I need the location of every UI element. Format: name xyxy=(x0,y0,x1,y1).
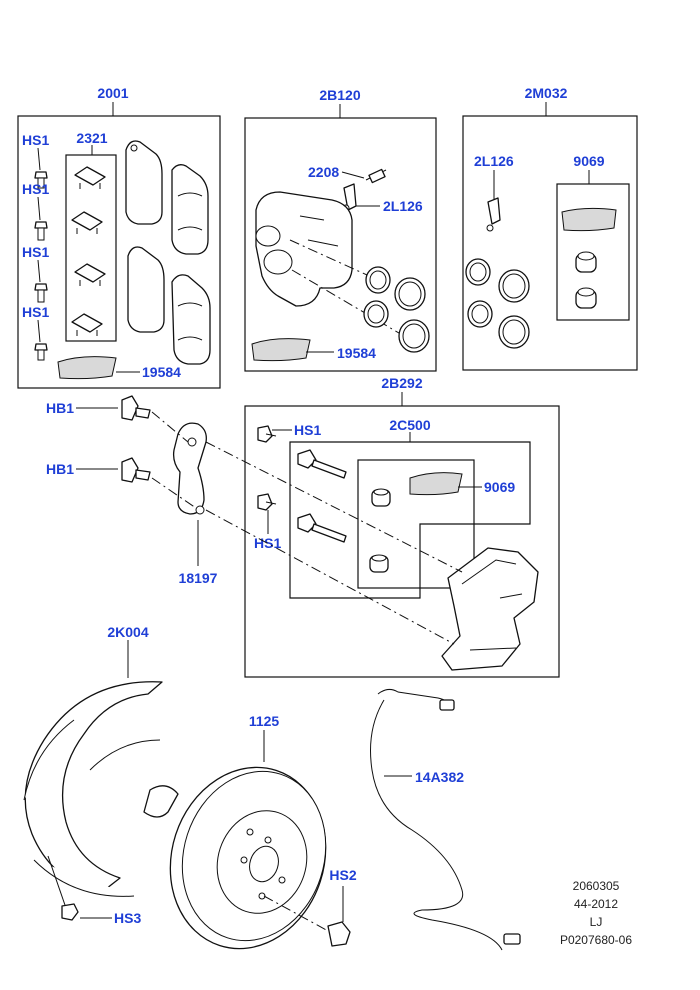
kit-2001-box xyxy=(17,115,221,389)
hs3-label[interactable]: HS3 xyxy=(114,910,141,926)
hs1-label-e[interactable]: HS1 xyxy=(294,422,321,438)
bolt-hs1-d xyxy=(34,343,48,361)
hs1-label-a[interactable]: HS1 xyxy=(22,132,49,148)
kit-2001-label[interactable]: 2001 xyxy=(97,85,128,101)
assembly-line-bracket-b xyxy=(151,477,197,509)
bracket-18197-label[interactable]: 18197 xyxy=(179,570,218,586)
drawing-ref: P0207680-06 xyxy=(560,933,632,947)
bolt-hs1-c xyxy=(34,283,48,303)
bolt-hs1-f xyxy=(257,493,277,511)
grease-pack-19584-a xyxy=(57,356,117,380)
wear-sensor-14a382 xyxy=(370,688,521,951)
guide-bushings-b xyxy=(369,488,391,573)
brake-pad-upper-inner xyxy=(125,140,163,225)
clip-2321-label[interactable]: 2321 xyxy=(76,130,107,146)
hs1-label-b[interactable]: HS1 xyxy=(22,181,49,197)
kit-2m032-box xyxy=(462,115,638,371)
shield-2k004-label[interactable]: 2K004 xyxy=(107,624,148,640)
brake-pad-upper-outer xyxy=(171,164,209,255)
hb1-label-a[interactable]: HB1 xyxy=(46,400,74,416)
piston-seals-2b120 xyxy=(363,266,430,353)
grease-pack-19584-b xyxy=(251,338,311,362)
grease-9069-box-b xyxy=(357,459,475,589)
cap-2l126-label-b[interactable]: 2L126 xyxy=(474,153,514,169)
dust-shield-group: 2K004 HS3 xyxy=(23,624,179,926)
bolt-hs1-e xyxy=(257,425,277,443)
wear-sensor-group: 14A382 xyxy=(370,688,521,951)
pin-2208-label[interactable]: 2208 xyxy=(308,164,339,180)
brake-pad-lower-inner xyxy=(127,246,165,333)
bolt-hs1-a xyxy=(34,171,48,189)
bleed-pin-2208 xyxy=(365,168,387,184)
guide-2c500-box xyxy=(289,441,531,599)
drawing-date: 44-2012 xyxy=(574,897,618,911)
kit-2001-group: 2001 HS1 HS1 HS1 HS1 2321 xyxy=(17,85,221,389)
screw-hs2-group: HS2 xyxy=(327,867,357,947)
assembly-line-disc xyxy=(263,895,331,933)
assembly-line-carrier-b xyxy=(205,509,455,645)
brake-disc-group: 1125 xyxy=(169,713,331,950)
hs1-label-d[interactable]: HS1 xyxy=(22,304,49,320)
guide-2c500-label[interactable]: 2C500 xyxy=(389,417,430,433)
guide-pin-lower xyxy=(297,513,347,543)
drawing-initials: LJ xyxy=(590,915,603,929)
assembly-line-caliper-a xyxy=(289,239,379,281)
bolt-hb1-a xyxy=(121,395,151,421)
guide-bushings-a xyxy=(575,251,597,309)
kit-2m032-group: 2M032 2L126 9069 xyxy=(462,85,638,371)
dust-shield-2k004 xyxy=(23,681,179,897)
guide-pin-upper xyxy=(297,449,347,479)
drawing-reference: 2060305 44-2012 LJ P0207680-06 xyxy=(560,879,632,947)
kit-2m032-label[interactable]: 2M032 xyxy=(525,85,568,101)
bolt-hs3 xyxy=(61,903,79,921)
disc-1125-label[interactable]: 1125 xyxy=(249,713,280,729)
bolt-hb1-b xyxy=(121,457,151,483)
clip-2321-box xyxy=(65,154,117,342)
assembly-line-bracket-a xyxy=(151,411,189,443)
grease-9069-label-a[interactable]: 9069 xyxy=(573,153,604,169)
carrier-2b292-label[interactable]: 2B292 xyxy=(381,375,422,391)
mounting-bracket-group: HB1 HB1 18197 xyxy=(46,395,218,586)
grease-pack-9069-b xyxy=(409,472,463,496)
carrier-2b292-group: 2B292 HS1 HS1 2C500 9069 xyxy=(205,375,560,678)
caliper-carrier xyxy=(441,547,539,671)
grease-9069-box-a xyxy=(556,183,630,321)
kit-2b120-label[interactable]: 2B120 xyxy=(319,87,360,103)
screw-hs2 xyxy=(327,921,351,947)
kit-2b120-group: 2B120 2208 2L126 19584 xyxy=(244,87,437,372)
hs1-label-c[interactable]: HS1 xyxy=(22,244,49,260)
grease-pack-9069-a xyxy=(561,207,617,232)
grease-19584-label-b[interactable]: 19584 xyxy=(337,345,376,361)
brake-pad-lower-outer xyxy=(171,274,211,365)
piston-seals-2m032 xyxy=(465,258,530,349)
sensor-14a382-label[interactable]: 14A382 xyxy=(415,769,464,785)
hs2-label[interactable]: HS2 xyxy=(329,867,356,883)
brake-disc-1125 xyxy=(169,766,327,950)
caliper-housing xyxy=(255,191,353,307)
grease-9069-label-b[interactable]: 9069 xyxy=(484,479,515,495)
anti-rattle-clips xyxy=(71,166,106,336)
grease-19584-label-a[interactable]: 19584 xyxy=(142,364,181,380)
cap-2l126-label-a[interactable]: 2L126 xyxy=(383,198,423,214)
drawing-code: 2060305 xyxy=(573,879,620,893)
hb1-label-b[interactable]: HB1 xyxy=(46,461,74,477)
bolt-hs1-b xyxy=(34,221,48,241)
assembly-line-carrier-a xyxy=(205,441,463,573)
bracket-18197 xyxy=(172,422,207,515)
dust-cap-2l126-b xyxy=(486,197,501,232)
assembly-line-caliper-b xyxy=(291,269,405,337)
